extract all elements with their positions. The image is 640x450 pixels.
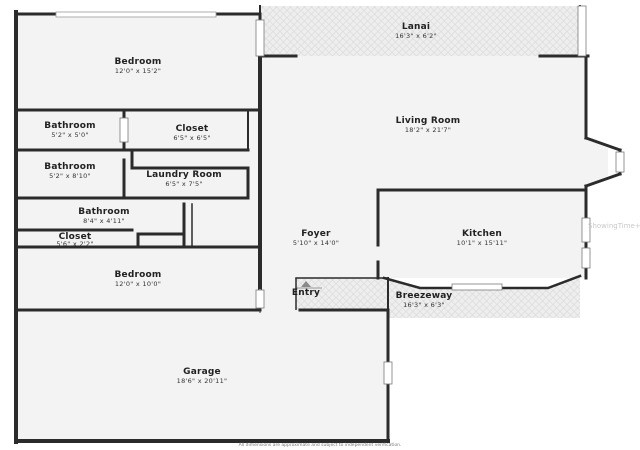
room-name-bedroom-2: Bedroom bbox=[114, 270, 162, 280]
floor-foyer-strip bbox=[260, 278, 296, 310]
room-name-foyer: Foyer bbox=[301, 229, 331, 239]
disclaimer-note: All dimensions are approximate and subje… bbox=[238, 443, 402, 448]
room-name-bathroom-1: Bathroom bbox=[44, 121, 96, 131]
room-dims-bathroom-2: 5'2" x 8'10" bbox=[49, 172, 91, 180]
floor-west-wing bbox=[16, 110, 260, 310]
room-name-living: Living Room bbox=[395, 116, 461, 126]
room-dims-living: 18'2" x 21'7" bbox=[404, 126, 452, 134]
room-name-bathroom-2: Bathroom bbox=[44, 162, 96, 172]
room-dims-kitchen: 10'1" x 15'11" bbox=[456, 239, 508, 247]
room-dims-foyer: 5'10" x 14'0" bbox=[292, 239, 340, 247]
floor-living bbox=[260, 56, 586, 278]
walls bbox=[14, 5, 622, 444]
room-dims-closet-2: 5'6" x 2'2" bbox=[56, 240, 94, 248]
floors bbox=[16, 14, 608, 441]
room-name-closet-1: Closet bbox=[175, 124, 209, 134]
room-name-closet-2: Closet bbox=[58, 232, 92, 242]
room-name-garage: Garage bbox=[183, 367, 221, 377]
windows bbox=[55, 5, 625, 385]
room-dims-garage: 18'6" x 20'11" bbox=[176, 377, 228, 385]
room-dims-closet-1: 6'5" x 6'5" bbox=[173, 134, 211, 142]
room-dims-laundry: 6'5" x 7'5" bbox=[165, 180, 203, 188]
room-dims-breezeway: 16'3" x 6'3" bbox=[403, 301, 445, 309]
room-dims-bathroom-1: 5'2" x 5'0" bbox=[51, 131, 89, 139]
entry-arrow-icon bbox=[301, 281, 311, 287]
room-dims-bedroom-1: 12'0" x 15'2" bbox=[114, 67, 162, 75]
floor-bay bbox=[586, 138, 608, 186]
floor-bedroom-1 bbox=[16, 14, 260, 110]
room-name-entry: Entry bbox=[291, 288, 321, 298]
room-dims-bathroom-3: 8'4" x 4'11" bbox=[83, 217, 125, 225]
room-dims-bedroom-2: 12'0" x 10'0" bbox=[114, 280, 162, 288]
floor-garage bbox=[16, 310, 388, 441]
room-name-kitchen: Kitchen bbox=[461, 229, 503, 239]
breezeway-floor bbox=[296, 276, 580, 318]
lanai-floor bbox=[260, 6, 580, 56]
room-dims-lanai: 16'3" x 6'2" bbox=[395, 32, 437, 40]
room-name-laundry: Laundry Room bbox=[146, 170, 222, 180]
room-name-bathroom-3: Bathroom bbox=[78, 207, 130, 217]
watermark: ShowingTime+ bbox=[588, 222, 640, 230]
room-name-bedroom-1: Bedroom bbox=[114, 57, 162, 67]
room-name-lanai: Lanai bbox=[401, 22, 431, 32]
room-name-breezeway: Breezeway bbox=[395, 291, 453, 301]
